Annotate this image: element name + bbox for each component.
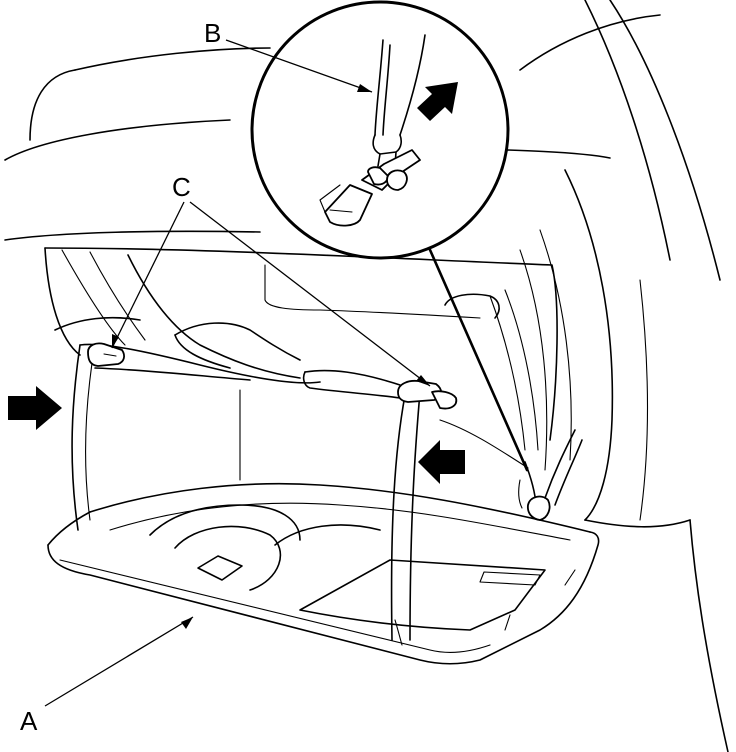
left-stop-tab <box>87 342 125 367</box>
label-c: C <box>172 172 191 202</box>
leader-arrowheads <box>112 84 430 629</box>
right-stop-tab <box>397 379 458 410</box>
damper-cord <box>439 419 583 521</box>
glove-box-opening <box>44 247 558 451</box>
push-arrow-icon <box>8 386 62 430</box>
detail-inset <box>250 0 529 472</box>
dashboard-outline <box>4 0 729 752</box>
glove-box <box>47 343 600 665</box>
label-b: B <box>204 18 221 48</box>
pull-arrow-icon <box>418 440 465 484</box>
label-a: A <box>20 706 38 736</box>
leader-lines <box>44 39 431 707</box>
